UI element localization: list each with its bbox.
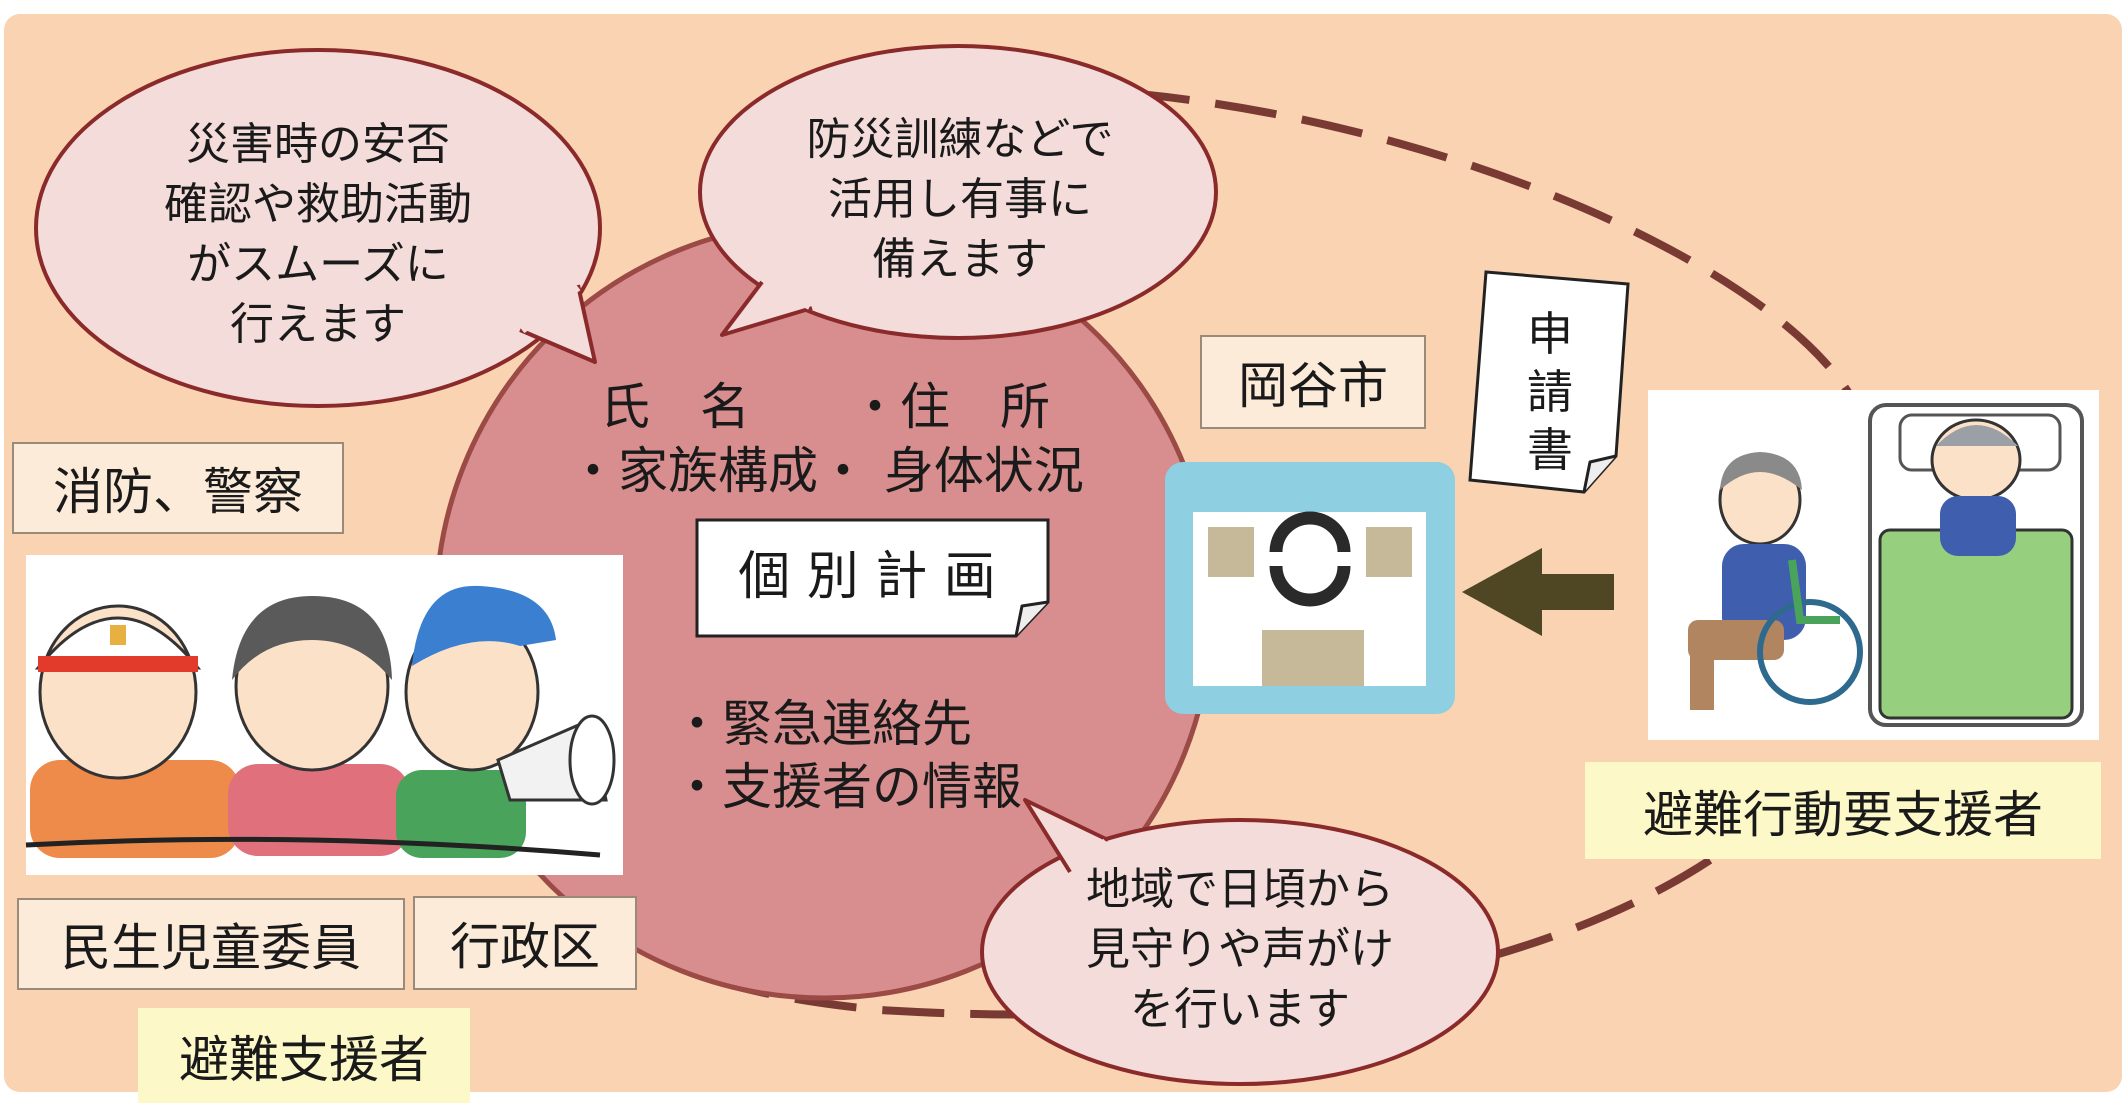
elderly-care-illustration	[1648, 390, 2099, 740]
bubble-community-text: 地域で日頃から 見守りや声がけ を行います	[1086, 864, 1394, 1035]
arrow-left-icon	[1462, 548, 1614, 636]
plan-note	[695, 518, 1050, 638]
label-welfare-commissioner: 民生児童委員	[17, 898, 405, 990]
plan-field-supporter-info: ・支援者の情報	[672, 758, 1022, 816]
label-admin-district: 行政区	[413, 896, 637, 990]
label-city: 岡谷市	[1200, 335, 1426, 429]
supporters-illustration	[25, 555, 623, 875]
label-application-form: 申 請 書	[1527, 307, 1573, 477]
bubble-community	[980, 798, 1500, 1086]
label-evacuation-supporter: 避難支援者	[138, 1008, 470, 1103]
plan-field-emergency-contact: ・緊急連絡先	[672, 695, 972, 753]
label-support-needed: 避難行動要支援者	[1585, 762, 2101, 859]
application-document	[1468, 270, 1630, 494]
plan-title: 個 別 計 画	[738, 547, 996, 607]
plan-field-name-address: 氏 名 ・住 所	[600, 378, 1050, 436]
bubble-drill-text: 防災訓練などで 活用し有事に 備えます	[806, 114, 1114, 285]
bubble-drill	[698, 44, 1218, 340]
label-fire-police: 消防、警察	[12, 442, 344, 534]
bubble-disaster	[34, 48, 602, 408]
city-office-icon	[1165, 462, 1455, 714]
plan-field-family-physical: ・家族構成・ 身体状況	[568, 442, 1084, 500]
bubble-disaster-text: 災害時の安否 確認や救助活動 がスムーズに 行えます	[164, 119, 472, 350]
